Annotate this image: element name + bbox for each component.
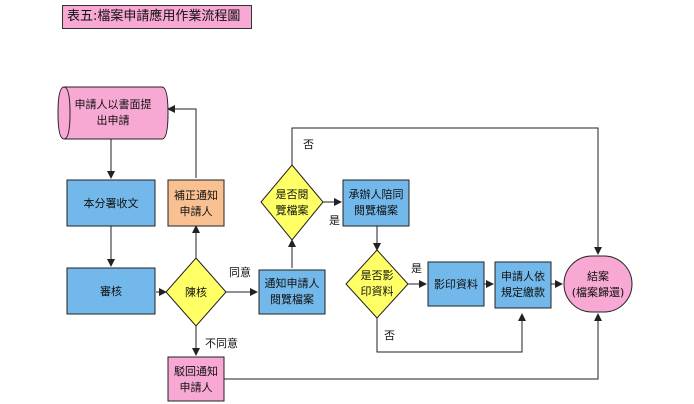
edge-viewdecision-close: [291, 127, 602, 255]
node-notify-text-2: 閱覽檔案: [270, 292, 314, 306]
label-agree: 同意: [229, 265, 251, 279]
label-copy-yes: 是: [411, 262, 422, 275]
node-apply-text-2: 出申請: [97, 113, 130, 127]
node-reject-text-1: 駁回通知: [174, 364, 218, 378]
node-handler: 承辦人陪同 閱覽檔案: [342, 179, 410, 227]
node-reject: 駁回通知 申請人: [167, 356, 225, 402]
node-handler-text-1: 承辦人陪同: [349, 187, 404, 201]
node-review-decision: 陳核: [165, 257, 227, 327]
edge-copydecision-pay: [376, 313, 526, 353]
label-view-no: 否: [303, 138, 314, 151]
node-close: 結案 (檔案歸還): [563, 255, 633, 313]
node-supplement: 補正通知 申請人: [167, 179, 225, 227]
node-close-text-2: (檔案歸還): [572, 285, 625, 299]
node-pay-text-1: 申請人依: [501, 269, 545, 283]
node-pay-text-2: 規定繳款: [501, 285, 545, 299]
node-handler-text-2: 閱覽檔案: [354, 203, 398, 217]
node-receive: 本分署收文: [66, 179, 156, 227]
node-reject-text-2: 申請人: [180, 380, 213, 394]
node-view-decision-text-2: 覽檔案: [276, 203, 309, 217]
node-supplement-text-1: 補正通知: [174, 188, 218, 202]
node-view-decision-text-1: 是否閱: [276, 188, 309, 201]
node-receive-text: 本分署收文: [84, 196, 139, 210]
node-apply: 申請人以書面提 出申請: [57, 86, 169, 140]
node-copy-decision: 是否影 印資料: [345, 249, 409, 319]
edge-reject-close: [224, 313, 602, 380]
node-copy: 影印資料: [427, 261, 485, 307]
node-supplement-text-2: 申請人: [180, 204, 213, 218]
edge-supplement-apply: [167, 105, 197, 178]
node-copy-decision-text-2: 印資料: [361, 284, 394, 298]
node-pay: 申請人依 規定繳款: [494, 261, 552, 309]
node-copy-decision-text-1: 是否影: [361, 269, 394, 282]
node-notify-text-1: 通知申請人: [265, 276, 320, 290]
node-apply-text-1: 申請人以書面提: [75, 97, 152, 111]
node-copy-text: 影印資料: [434, 277, 478, 291]
node-review-text: 審核: [100, 284, 122, 298]
node-review-decision-text: 陳核: [185, 285, 207, 299]
connectors: [107, 105, 602, 380]
page-title: 表五:檔案申請應用作業流程圖: [62, 5, 252, 29]
label-disagree: 不同意: [205, 336, 238, 350]
label-copy-no: 否: [384, 329, 395, 342]
node-view-decision: 是否閱 覽檔案: [260, 164, 324, 241]
node-notify: 通知申請人 閱覽檔案: [258, 269, 326, 315]
label-view-yes: 是: [329, 214, 340, 227]
node-close-text-1: 結案: [587, 269, 609, 283]
node-review: 審核: [66, 267, 156, 315]
